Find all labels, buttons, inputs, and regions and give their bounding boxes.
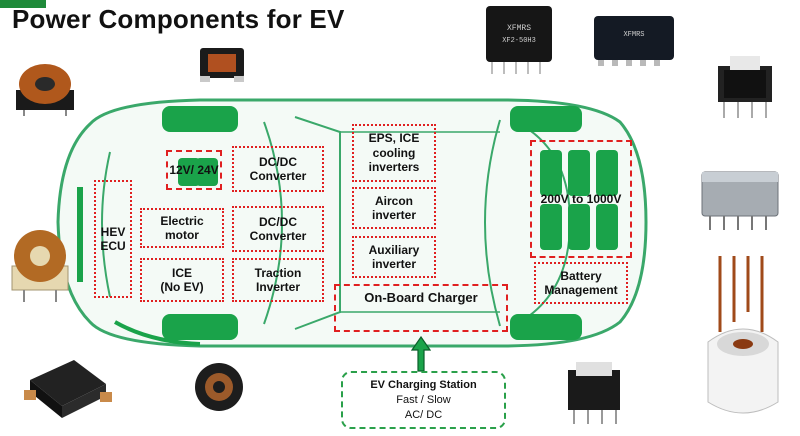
charging-arrow-icon (411, 336, 431, 372)
station-speed-label: Fast / Slow (396, 393, 451, 406)
traction-inverter-box: Traction Inverter (232, 258, 324, 302)
dcdc-converter-mid-box: DC/DC Converter (232, 206, 324, 252)
station-current-type-label: AC/ DC (404, 408, 443, 421)
battery-cell (596, 150, 618, 196)
svg-text:XFMRS: XFMRS (623, 31, 644, 39)
title-accent-bar (0, 0, 46, 8)
battery-cell (568, 204, 590, 250)
onboard-charger-box: On-Board Charger (334, 284, 508, 332)
onboard-charger-label: On-Board Charger (364, 290, 478, 305)
hev-ecu-label: HEV ECU (100, 224, 126, 253)
toroidal-inductor-photo (16, 64, 74, 116)
electric-motor-box: Electric motor (140, 208, 224, 248)
battery-12v-24v-label: 12V/ 24V (169, 162, 219, 177)
battery-voltage-range-label: 200V to 1000V (540, 191, 622, 206)
battery-management-box: Battery Management (534, 262, 628, 304)
smd-drum-inductor-photo (195, 363, 243, 411)
battery-cell (540, 204, 562, 250)
through-hole-transformer-photo (568, 362, 620, 424)
battery-cell (540, 150, 562, 196)
power-inductor-photo (24, 360, 112, 418)
smd-common-mode-choke-photo (200, 48, 244, 82)
shielded-transformer-photo (701, 171, 779, 230)
ev-charging-station-box: EV Charging Station Fast / Slow AC/ DC (341, 371, 506, 429)
main-battery-pack-box: 200V to 1000V (530, 140, 632, 258)
current-sense-transformer-photo (707, 256, 779, 414)
battery-cell (568, 150, 590, 196)
lan-transformer-module-photo: XFMRS XF2-50H3 (486, 6, 552, 74)
dcdc-converter-top-label: DC/DC Converter (249, 154, 307, 183)
page-title: Power Components for EV (12, 4, 345, 34)
ice-label: ICE (No EV) (160, 265, 204, 294)
aircon-inverter-box: Aircon inverter (352, 187, 436, 229)
svg-text:XF2-50H3: XF2-50H3 (502, 37, 536, 45)
battery-cell (196, 158, 218, 186)
ferrite-core-transformer-photo (718, 56, 772, 118)
eps-ice-cooling-inverters-box: EPS, ICE cooling inverters (352, 124, 436, 182)
battery-management-label: Battery Management (544, 268, 618, 297)
vertical-common-mode-choke-photo (11, 230, 69, 302)
dcdc-converter-mid-label: DC/DC Converter (249, 214, 307, 243)
smd-transformer-photo: XFMRS (594, 16, 674, 66)
traction-inverter-label: Traction Inverter (254, 265, 302, 294)
aircon-inverter-label: Aircon inverter (371, 193, 417, 222)
svg-text:XFMRS: XFMRS (507, 24, 531, 33)
auxiliary-inverter-box: Auxiliary inverter (352, 236, 436, 278)
battery-cell (596, 204, 618, 250)
hev-ecu-box: HEV ECU (94, 180, 132, 298)
eps-ice-cooling-inverters-label: EPS, ICE cooling inverters (368, 131, 420, 175)
ice-box: ICE (No EV) (140, 258, 224, 302)
dcdc-converter-top-box: DC/DC Converter (232, 146, 324, 192)
electric-motor-label: Electric motor (160, 213, 204, 242)
station-title: EV Charging Station (370, 379, 477, 391)
auxiliary-inverter-label: Auxiliary inverter (368, 242, 420, 271)
battery-12v-24v-box: 12V/ 24V (166, 150, 222, 190)
battery-cell (178, 158, 200, 186)
